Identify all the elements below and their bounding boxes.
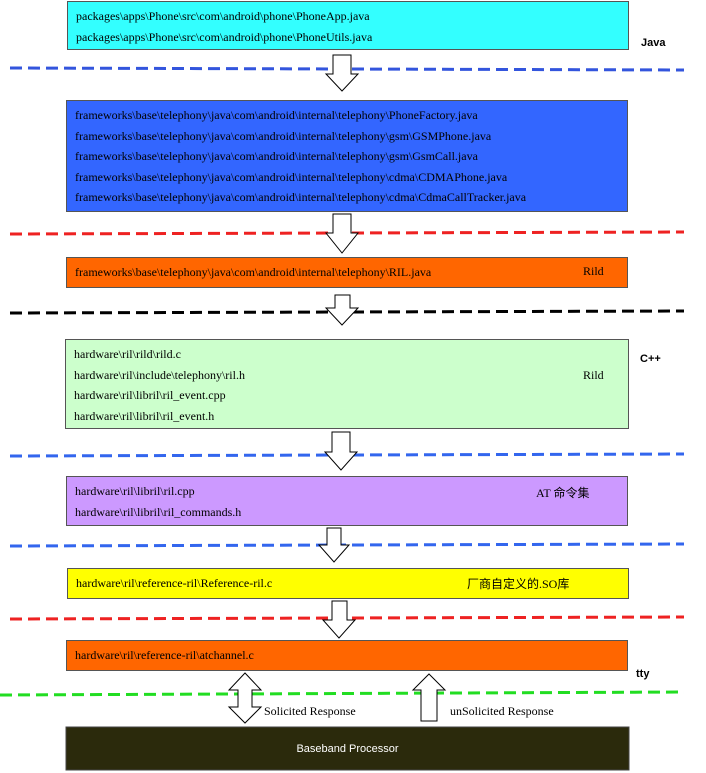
separator-2 [9,230,685,236]
layer-rild: hardware\ril\rild\rild.c hardware\ril\in… [65,339,629,429]
layer-rild-tag: Rild [583,368,604,382]
file-path: hardware\ril\libril\ril.cpp [75,484,195,498]
file-path: frameworks\base\telephony\java\com\andro… [75,265,432,279]
side-label-tty: tty [636,668,650,680]
arrow-bidirectional [227,672,263,724]
separator-4 [9,452,685,458]
file-path: frameworks\base\telephony\java\com\andro… [75,108,478,122]
file-path: hardware\ril\reference-ril\atchannel.c [75,648,254,662]
layer-ril-java: frameworks\base\telephony\java\com\andro… [66,257,628,288]
separator-1 [9,66,685,72]
arrow-down-3 [324,294,360,326]
layer-reference-ril-tag: 厂商自定义的.SO库 [467,577,570,591]
layer-libril-tag: AT 命令集 [536,486,590,500]
layer-framework: frameworks\base\telephony\java\com\andro… [66,100,628,212]
file-path: packages\apps\Phone\src\com\android\phon… [76,29,373,44]
separator-6 [9,615,685,621]
arrow-down-4 [323,431,359,471]
file-path: hardware\ril\rild\rild.c [74,347,181,361]
file-path: packages\apps\Phone\src\com\android\phon… [76,9,370,23]
separator-7 [0,690,685,697]
file-path: hardware\ril\reference-ril\Reference-ril… [76,576,273,590]
file-path: frameworks\base\telephony\java\com\andro… [75,149,478,164]
file-path: frameworks\base\telephony\java\com\andro… [75,190,527,205]
layer-reference-ril: hardware\ril\reference-ril\Reference-ril… [67,568,629,599]
solicited-response-label: Solicited Response [264,704,356,718]
side-label-java: Java [641,37,666,49]
file-path: hardware\ril\libril\ril_event.cpp [74,388,226,403]
layer-ril-java-tag: Rild [583,264,604,278]
file-path: frameworks\base\telephony\java\com\andro… [75,169,508,184]
file-path: frameworks\base\telephony\java\com\andro… [75,128,492,143]
separator-3 [9,309,685,315]
side-label-cpp: C++ [640,353,661,365]
arrow-down-5 [317,527,351,563]
separator-5 [9,542,685,548]
file-path: hardware\ril\libril\ril_event.h [74,408,215,423]
baseband-box [65,726,630,771]
unsolicited-response-label: unSolicited Response [450,704,554,718]
arrow-up [411,673,447,722]
file-path: hardware\ril\include\telephony\ril.h [74,367,245,382]
layer-app: packages\apps\Phone\src\com\android\phon… [67,1,629,50]
arrow-down-6 [321,600,357,639]
arrow-down-1 [324,54,360,92]
layer-libril: hardware\ril\libril\ril.cpp hardware\ril… [66,476,628,526]
arrow-down-2 [324,213,360,254]
layer-atchannel: hardware\ril\reference-ril\atchannel.c [66,640,628,671]
file-path: hardware\ril\libril\ril_commands.h [75,504,242,519]
